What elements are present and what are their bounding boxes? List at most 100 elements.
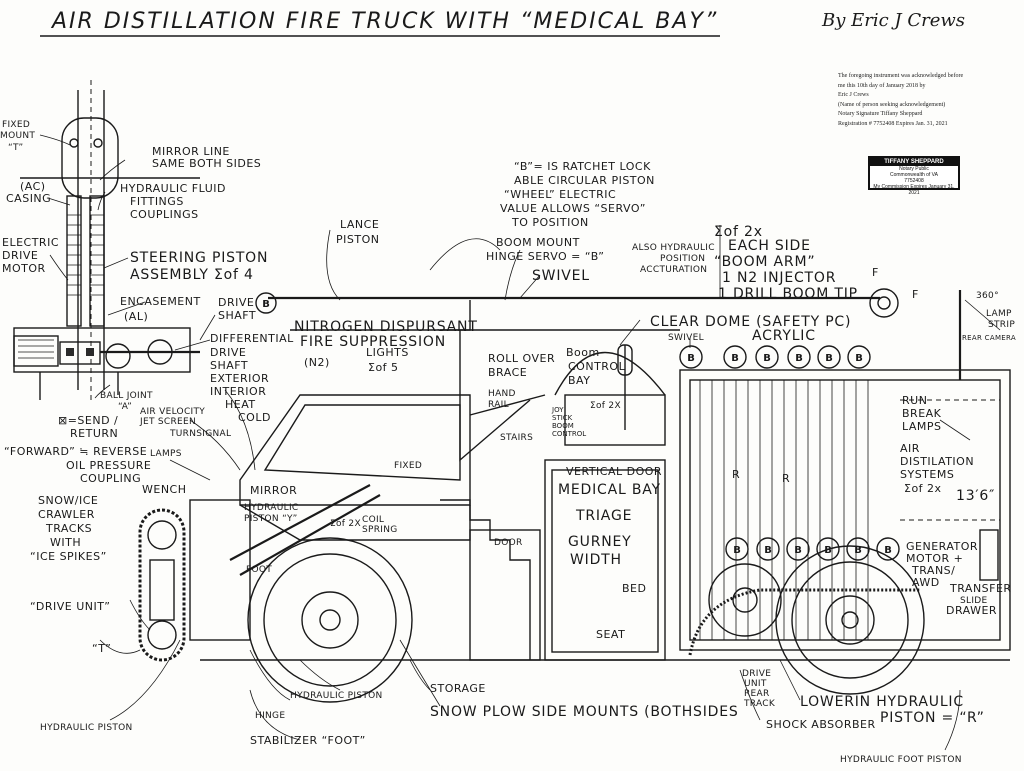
label-b-ratchet: TO POSITION: [511, 216, 589, 229]
label-forward-reverse: OIL PRESSURE: [66, 459, 151, 472]
front-wheel: [247, 537, 413, 703]
label-lance-piston: PISTON: [336, 233, 379, 246]
notary-line: Eric J Crews: [838, 92, 869, 98]
label-drive-unit-rear: UNIT: [744, 679, 767, 689]
label-medical-bay: MEDICAL BAY: [558, 482, 661, 498]
label-lamp-strip: LAMP: [986, 309, 1012, 319]
label-mirror: MIRROR: [250, 484, 297, 497]
label-fixed-mount: MOUNT: [0, 131, 35, 141]
label-boom-mount: BOOM MOUNT: [496, 236, 580, 249]
label-run-break-lamps: RUN: [902, 394, 927, 407]
label-snow-ice: WITH: [50, 536, 81, 549]
label-generator: GENERATOR: [906, 540, 978, 553]
label-encasement: ENCASEMENT: [120, 295, 201, 308]
label-drive-unit-rear: DRIVE: [742, 669, 771, 679]
label-hydraulic-piston-bottom-left: HYDRAULIC PISTON: [40, 723, 133, 733]
label-hand-rail: RAIL: [488, 400, 509, 410]
label-air-velocity: JET SCREEN: [139, 417, 196, 427]
label-t-mark: “T”: [92, 642, 111, 655]
label-generator: AWD: [912, 576, 940, 589]
roll-over-brace: [459, 330, 531, 462]
label-air-distillation: Σof 2x: [904, 482, 942, 495]
label-drive-shaft-exterior: DRIVE: [210, 346, 246, 359]
label-hydraulic-fluid: COUPLINGS: [130, 208, 199, 221]
label-nitrogen: NITROGEN DISPURSANT: [294, 319, 478, 335]
label-b-ratchet: VALUE ALLOWS “SERVO”: [500, 202, 646, 215]
notary-line: me this 10th day of January 2018 by: [838, 82, 926, 89]
label-lamp-strip: STRIP: [988, 320, 1015, 330]
notary-seal: TIFFANY SHEPPARD Notary Public Commonwea…: [868, 156, 960, 196]
label-swivel: SWIVEL: [532, 268, 590, 284]
label-each-side: EACH SIDE: [728, 238, 811, 254]
seal-line: Notary Public: [899, 166, 929, 172]
label-drive-unit: “DRIVE UNIT”: [30, 600, 110, 613]
crawler-track: [138, 508, 186, 662]
label-roll-over: BRACE: [488, 366, 527, 379]
b-label: B: [825, 353, 833, 364]
label-snow-plow-mounts: SNOW PLOW SIDE MOUNTS (BOTHSIDES: [430, 704, 739, 720]
label-f-mark: F: [872, 266, 879, 279]
label-lowerin-hydraulic: LOWERIN HYDRAULIC: [800, 694, 964, 710]
label-b-ratchet: ABLE CIRCULAR PISTON: [514, 174, 655, 187]
label-joy-stick: CONTROL: [552, 430, 586, 438]
b-label: B: [733, 545, 741, 556]
label-transfer-drawer: DRAWER: [946, 604, 997, 617]
label-generator: TRANS/: [911, 564, 955, 577]
label-also-hydraulic: POSITION: [660, 254, 705, 264]
label-stabilizer-foot: STABILIZER “FOOT”: [250, 734, 366, 747]
label-encasement: (AL): [124, 310, 148, 323]
label-steering-piston: ASSEMBLY Σof 4: [130, 267, 254, 283]
cab-outline: [239, 394, 471, 506]
label-seat: SEAT: [596, 628, 625, 641]
notary-line: Notary Signature Tiffany Sheppard: [838, 111, 923, 117]
label-run-break-lamps: LAMPS: [902, 420, 942, 433]
b-label: B: [763, 353, 771, 364]
label-boom-arm: “BOOM ARM”: [714, 254, 815, 270]
label-drive-shaft-exterior: SHAFT: [210, 359, 248, 372]
label-coil-spring: SPRING: [362, 525, 398, 535]
notary-line: (Name of person seeking acknowledgement): [838, 101, 946, 108]
label-drive-unit-rear: REAR: [744, 689, 770, 699]
label-also-hydraulic: ACCTURATION: [640, 265, 707, 275]
diagram-title: AIR DISTILLATION FIRE TRUCK WITH “MEDICA…: [50, 9, 718, 34]
front-grill: [189, 499, 251, 641]
label-ball-joint: BALL JOINT: [100, 391, 153, 401]
truck-body: [189, 288, 1011, 661]
label-vertical-door: VERTICAL DOOR: [566, 465, 662, 478]
label-transfer-drawer: SLIDE: [960, 596, 988, 606]
b-label: B: [824, 545, 832, 556]
label-interior-heat: INTERIOR: [210, 385, 266, 398]
label-lights: LIGHTS: [366, 346, 409, 359]
label-drive-unit-rear: TRACK: [743, 699, 776, 709]
label-snow-ice: SNOW/ICE: [38, 494, 98, 507]
steering-assembly: [13, 80, 200, 400]
rear-track: [688, 563, 920, 656]
b-label: B: [794, 545, 802, 556]
label-storage: STORAGE: [430, 682, 486, 695]
label-n2-injector: 1 N2 INJECTOR: [722, 270, 836, 286]
label-joy-stick: STICK: [552, 414, 573, 422]
label-clear-dome: ACRYLIC: [752, 328, 816, 344]
label-send-return: RETURN: [70, 427, 118, 440]
label-boom-mount: HINGE SERVO = “B”: [486, 250, 604, 263]
label-send-return: ⊠=SEND /: [58, 414, 118, 427]
label-air-distillation: DISTILATION: [900, 455, 974, 468]
label-wench: WENCH: [142, 483, 187, 496]
label-each-side: Σof 2x: [714, 224, 763, 240]
label-snow-ice: CRAWLER: [38, 508, 95, 521]
label-360: 360°: [976, 291, 999, 301]
label-lamps: LAMPS: [150, 449, 182, 459]
label-snow-ice: “ICE SPIKES”: [30, 550, 107, 563]
label-mirror-line: MIRROR LINE: [152, 145, 230, 158]
label-bed: BED: [622, 582, 646, 595]
label-joy-stick: BOOM: [552, 422, 574, 430]
label-also-hydraulic: ALSO HYDRAULIC: [632, 243, 715, 253]
label-steering-piston: STEERING PISTON: [130, 250, 268, 266]
label-ac-casing: CASING: [6, 192, 51, 205]
b-label: B: [687, 353, 695, 364]
label-joy-stick: JOY: [551, 406, 564, 414]
label-triage: TRIAGE: [575, 508, 632, 524]
b-label: B: [764, 545, 772, 556]
